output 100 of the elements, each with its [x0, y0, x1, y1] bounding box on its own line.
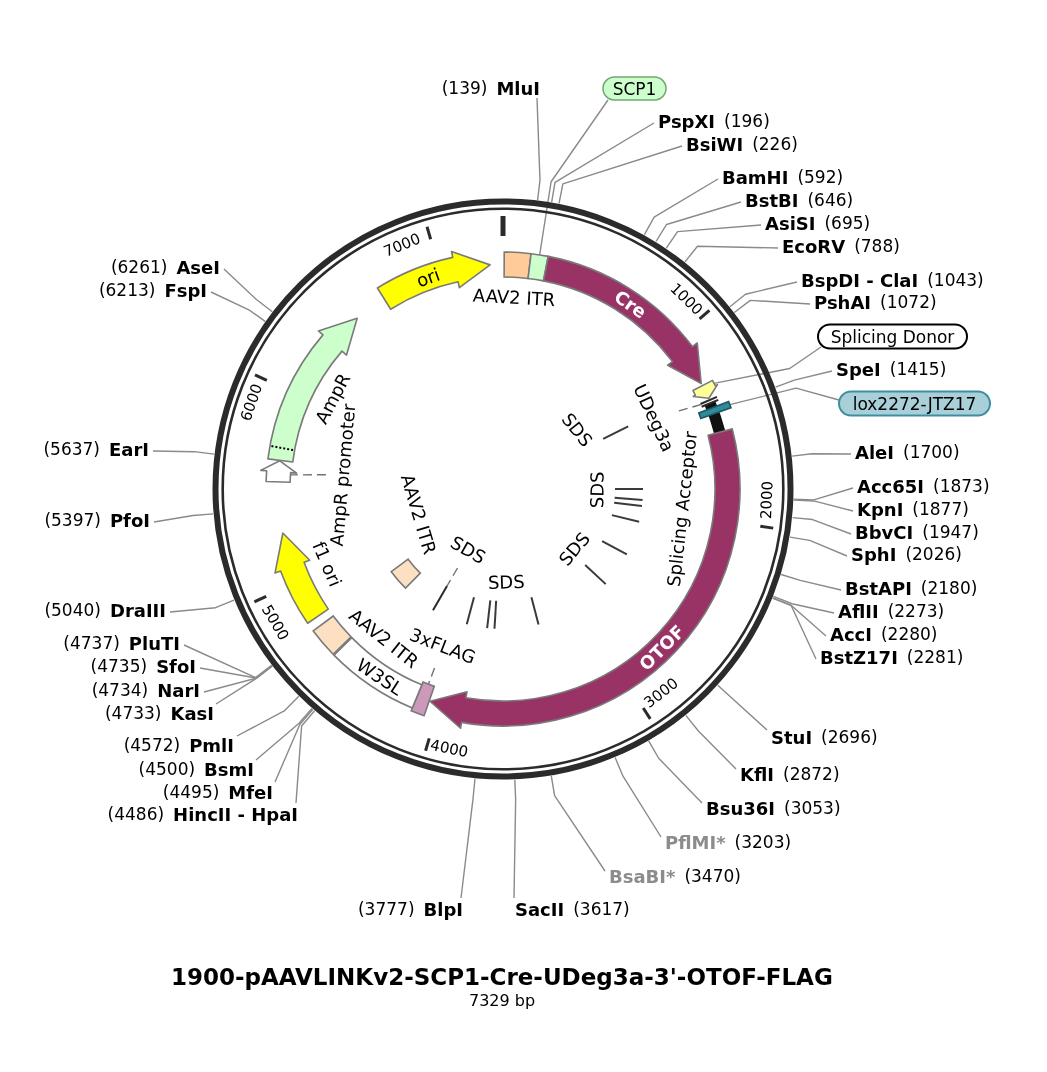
enzyme-name: BlpI	[423, 898, 463, 920]
site-position: (6261)	[110, 257, 168, 277]
site-position: (1072)	[880, 292, 937, 312]
site-position: (3053)	[784, 798, 841, 818]
site-position: (5040)	[44, 600, 101, 620]
leader-line	[210, 291, 266, 322]
leader-line	[665, 224, 762, 249]
leader-line	[717, 684, 768, 731]
enzyme-name: BbvCI	[855, 521, 914, 543]
feature-label: AAV2 ITR	[396, 471, 441, 557]
enzyme-name: NarI	[157, 679, 200, 701]
feature-callout: lox2272-JTZ17	[838, 390, 991, 417]
leader-line	[791, 453, 852, 457]
site-position: (2026)	[905, 544, 962, 564]
enzyme-name: AflII	[838, 600, 879, 622]
leader-line	[774, 370, 833, 388]
enzyme-name: SpeI	[836, 358, 881, 380]
site-position: (695)	[824, 213, 871, 233]
leader-line	[236, 695, 300, 737]
feature-callout: SCP1	[602, 76, 667, 101]
site-position: (4735)	[90, 656, 148, 676]
site-position: (226)	[752, 134, 798, 154]
feature-label: SDS	[586, 471, 608, 509]
enzyme-name: BspDI - ClaI	[801, 269, 919, 291]
leader-line	[780, 573, 842, 591]
leader-line	[446, 567, 459, 587]
enzyme-name: KasI	[170, 702, 214, 724]
feature-label: ori	[413, 263, 443, 292]
leader-line	[772, 597, 827, 637]
enzyme-name: BstAPI	[845, 577, 912, 599]
leader-line	[550, 122, 655, 203]
leader-line	[793, 487, 854, 501]
leader-line	[460, 777, 476, 899]
site-position: (6213)	[98, 280, 156, 300]
scale-number: 6000	[236, 381, 267, 424]
site-position: (5397)	[44, 510, 101, 530]
leader-line	[643, 178, 719, 236]
leader-line	[183, 644, 273, 679]
enzyme-name: EcoRV	[782, 235, 846, 257]
leader-line	[513, 779, 517, 899]
site-position: (646)	[807, 190, 854, 210]
feature-tick-marks	[699, 395, 720, 408]
site-position: (592)	[797, 167, 844, 187]
enzyme-name: Acc65I	[857, 475, 925, 497]
leader-line	[791, 516, 852, 535]
enzyme-name: AsiSI	[765, 212, 816, 234]
enzyme-name: Bsu36I	[706, 797, 775, 819]
site-position: (2180)	[920, 578, 978, 598]
site-position: (2696)	[821, 727, 878, 747]
enzyme-name: HincII - HpaI	[173, 803, 298, 825]
map-title: 1900-pAAVLINKv2-SCP1-Cre-UDeg3a-3'-OTOF-FLAG	[171, 964, 833, 990]
leader-line	[274, 708, 314, 783]
site-position: (139)	[441, 78, 488, 98]
leader-line	[655, 201, 742, 243]
leader-line	[215, 665, 273, 705]
leader-line	[152, 450, 215, 455]
enzyme-name: BstBI	[745, 189, 799, 211]
site-position: (1700)	[903, 442, 960, 462]
enzyme-name: SphI	[851, 543, 897, 565]
leader-line	[789, 536, 848, 557]
enzyme-name: AleI	[855, 441, 894, 463]
feature-label: SDS	[447, 531, 490, 568]
leader-line	[733, 299, 811, 314]
feature-callout: Splicing Donor	[817, 323, 968, 350]
leader-line	[684, 245, 779, 263]
leader-line	[678, 403, 702, 412]
enzyme-name: MluI	[496, 77, 540, 99]
enzyme-name: KflI	[740, 763, 774, 785]
enzyme-name: AseI	[176, 256, 220, 278]
leader-line	[203, 665, 273, 693]
feature-block	[527, 252, 549, 282]
leader-line	[614, 756, 662, 838]
feature-label: AAV2 ITR	[472, 284, 556, 311]
feature-label: Cre	[610, 285, 651, 323]
leader-line	[223, 268, 273, 313]
leader-line	[153, 513, 214, 523]
site-position: (2872)	[783, 764, 840, 784]
site-position: (4737)	[63, 633, 120, 653]
enzyme-name: DraIII	[109, 599, 166, 621]
site-position: (4734)	[91, 680, 149, 700]
feature-bar	[698, 400, 732, 420]
leader-line	[729, 281, 798, 308]
leader-line	[772, 597, 817, 660]
site-position: (196)	[724, 111, 770, 131]
leader-line	[685, 714, 737, 770]
leader-line	[550, 775, 606, 872]
enzyme-name: BamHI	[722, 166, 789, 188]
enzyme-name: AccI	[830, 623, 872, 645]
enzyme-name: BsmI	[204, 758, 254, 780]
leader-line	[295, 710, 316, 804]
leader-line	[538, 99, 609, 256]
site-position: (788)	[854, 236, 900, 256]
enzyme-name: KpnI	[857, 498, 904, 520]
site-position: (1873)	[933, 476, 990, 496]
leader-line	[536, 97, 541, 201]
enzyme-name: StuI	[771, 726, 813, 748]
enzyme-name: EarI	[108, 438, 149, 460]
leader-line	[169, 599, 235, 613]
enzyme-name: PspXI	[658, 110, 716, 132]
enzyme-name: FspI	[164, 279, 207, 301]
